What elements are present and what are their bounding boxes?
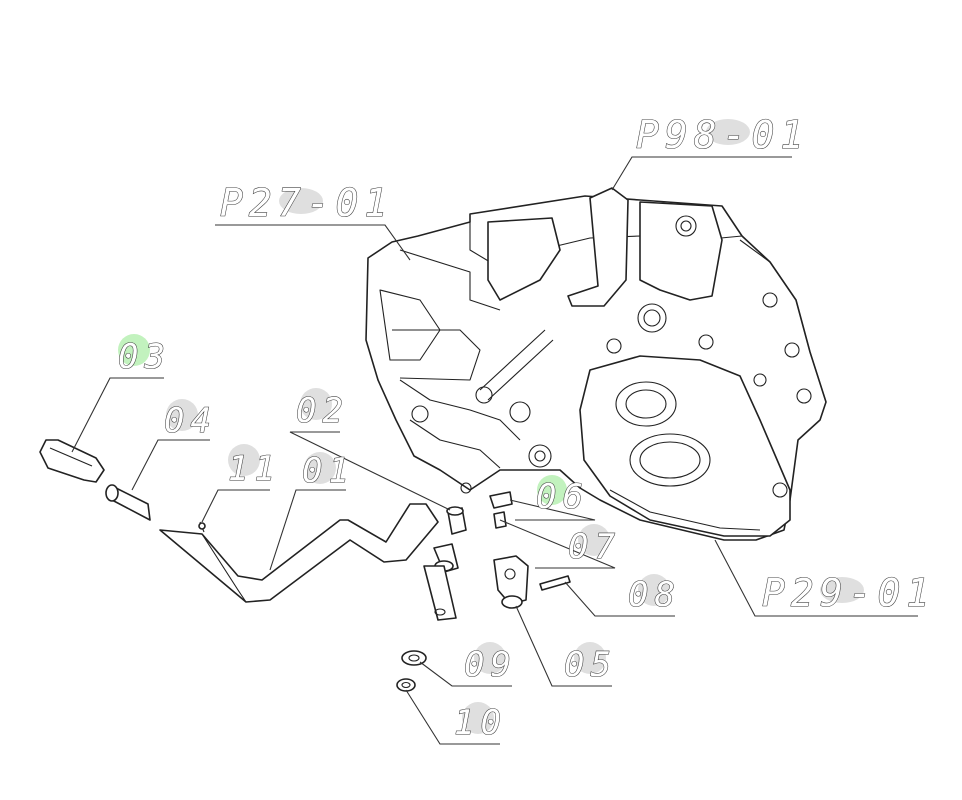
leader-lines [71,156,918,745]
highlight-08 [638,574,670,606]
highlight-p98 [706,119,750,145]
part-05-bracket [493,555,529,609]
highlight-10 [462,702,494,734]
highlight-p27 [279,188,323,214]
callout-08: 08 [628,575,681,615]
highlight-05 [574,642,606,674]
callout-p27-01: P27-01 [220,181,393,225]
highlight-04 [166,399,198,431]
part-shaft-upper [423,543,459,621]
callout-p98-01: P98-01 [636,113,809,157]
callout-06: 06 [536,477,589,517]
part-02-bushing [446,506,467,535]
callout-labels: P98-01 P27-01 03 04 11 01 02 06 07 08 P2… [117,112,935,743]
part-08-pin [539,575,571,591]
part-01-lever [159,503,439,603]
part-10-washer [396,678,416,692]
callout-04: 04 [164,401,217,441]
highlight-07 [578,524,610,556]
highlight-06 [537,475,567,505]
callout-01: 01 [302,451,355,491]
engine-block [365,187,827,541]
part-07-bolt [489,491,513,529]
part-03-grip [39,439,105,483]
callout-03: 03 [118,337,171,377]
highlight-03 [118,334,150,366]
callout-02: 02 [296,391,349,431]
highlight-02 [300,388,332,420]
callout-11: 11 [228,449,281,489]
highlight-01 [304,452,336,484]
callout-10: 10 [454,703,507,743]
callout-07: 07 [568,527,621,567]
part-04-sleeve [105,484,151,521]
callout-09: 09 [464,645,517,685]
part-09-washer [401,650,427,666]
part-11-pin [198,521,206,533]
highlight-p29 [820,577,864,603]
callout-p29-01: P29-01 [762,571,935,615]
highlight-11 [228,444,260,476]
highlight-09 [474,642,506,674]
callout-highlights [118,119,864,734]
callout-05: 05 [564,645,617,685]
